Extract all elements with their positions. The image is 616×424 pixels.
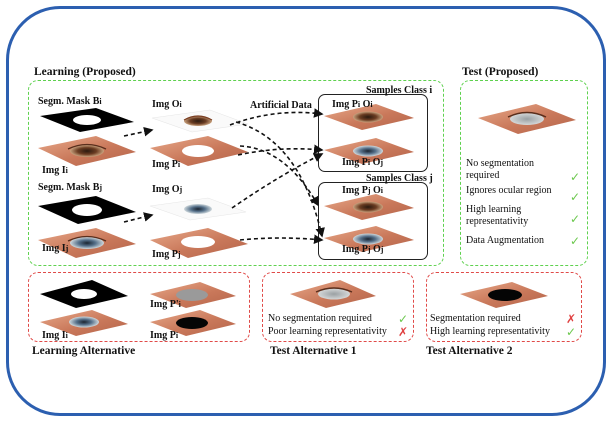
check-icon: ✓ <box>570 170 581 184</box>
test-alt2-item-1: Segmentation required <box>430 313 521 324</box>
test-alt2-title: Test Alternative 2 <box>426 345 513 357</box>
img-pi-label: Img Pi <box>152 159 181 170</box>
sample-pj-oj-label: Img Pj Oj <box>342 244 384 255</box>
learning-proposed-box <box>28 80 444 266</box>
test-proposed-item-4: Data Augmentation <box>466 235 545 246</box>
test-alt1-title: Test Alternative 1 <box>270 345 357 357</box>
test-proposed-item-2: Ignores ocular region <box>466 185 552 196</box>
samples-class-i-box <box>318 94 428 172</box>
test-alt1-box <box>262 272 414 342</box>
test-alt2-box <box>426 272 582 342</box>
arrow-mask-i-to-pi <box>123 126 154 137</box>
test-alt1-item-1: No segmentation required <box>268 313 372 324</box>
arrow-oj-to-pioj <box>231 153 324 209</box>
arrow-oi-to-pjoj <box>235 121 325 238</box>
cross-icon: ✗ <box>398 325 409 339</box>
learning-alt-img-i-label: Img Ii <box>42 330 68 341</box>
test-proposed-item-1: No segmentation required <box>466 158 535 181</box>
arrow-pi-to-pjoi <box>239 145 319 207</box>
test-proposed-item-3: High learning representativity <box>466 204 529 227</box>
sample-pi-oj-label: Img Pi Oj <box>342 157 384 168</box>
samples-class-i-label: Samples Class i <box>366 85 433 96</box>
img-j-label: Img Ij <box>42 243 69 254</box>
learning-proposed-title: Learning (Proposed) <box>34 66 136 78</box>
learning-alt-img-p-prime-label: Img P'i <box>150 299 181 310</box>
img-pj-label: Img Pj <box>152 249 181 260</box>
sample-pi-oi-label: Img Pi Oi <box>332 99 373 110</box>
test-alt2-item-2: High learning representativity <box>430 326 550 337</box>
img-oj-label: Img Oj <box>152 184 183 195</box>
arrow-pj-to-pjoj <box>239 234 324 245</box>
sample-pj-oi-label: Img Pj Oi <box>342 185 384 196</box>
learning-alternative-title: Learning Alternative <box>32 345 136 357</box>
check-icon: ✓ <box>398 312 409 326</box>
mask-i-label: Segm. Mask Bi <box>38 96 102 107</box>
artificial-data-label: Artificial Data <box>250 100 312 111</box>
check-icon: ✓ <box>570 212 581 226</box>
test-alt1-item-2: Poor learning representativity <box>268 326 387 337</box>
check-icon: ✓ <box>570 234 581 248</box>
cross-icon: ✗ <box>566 312 577 326</box>
img-i-label: Img Ii <box>42 165 68 176</box>
learning-alternative-box <box>28 272 250 342</box>
arrow-oi-to-pioi <box>229 108 324 126</box>
check-icon: ✓ <box>566 325 577 339</box>
learning-alt-img-p-label: Img Pi <box>150 330 179 341</box>
check-icon: ✓ <box>570 190 581 204</box>
test-proposed-title: Test (Proposed) <box>462 66 539 78</box>
arrow-mask-j-to-pj <box>123 212 154 223</box>
mask-j-label: Segm. Mask Bj <box>38 182 103 193</box>
samples-class-j-label: Samples Class j <box>366 173 433 184</box>
img-oi-label: Img Oi <box>152 99 182 110</box>
test-proposed-box <box>460 80 588 266</box>
